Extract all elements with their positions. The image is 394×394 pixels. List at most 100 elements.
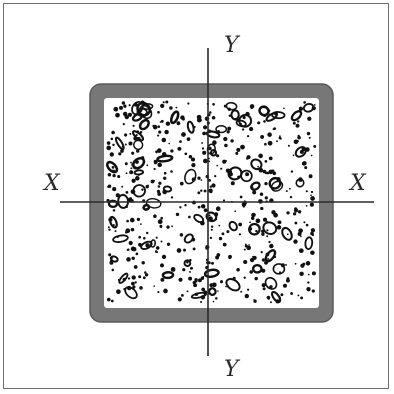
aggregate-dot (222, 242, 227, 247)
aggregate-dot (107, 226, 110, 229)
aggregate-dot (127, 112, 133, 117)
aggregate-dot (176, 248, 182, 253)
aggregate-dot (131, 151, 135, 155)
aggregate-pebble (248, 222, 261, 236)
aggregate-dot (266, 235, 269, 238)
aggregate-dot (201, 287, 206, 292)
aggregate-dot (201, 142, 204, 144)
aggregate-dot (178, 277, 183, 282)
aggregate-dot (209, 189, 213, 194)
aggregate-dot (264, 196, 268, 200)
aggregate-pebble (190, 291, 207, 299)
aggregate-dot (128, 104, 131, 107)
aggregate-dot (153, 167, 156, 171)
aggregate-dot (300, 296, 304, 300)
aggregate-dot (236, 147, 241, 152)
aggregate-dot (260, 250, 263, 254)
aggregate-dot (152, 124, 158, 130)
aggregate-dot (200, 179, 203, 181)
aggregate-dot (310, 228, 316, 233)
aggregate-dot (295, 123, 300, 128)
aggregate-dot (305, 190, 308, 193)
aggregate-dot (111, 268, 115, 272)
aggregate-dot (155, 236, 158, 239)
aggregate-dot (129, 217, 135, 223)
aggregate-dot (123, 104, 127, 108)
aggregate-dot (255, 229, 258, 233)
aggregate-dot (108, 253, 112, 257)
aggregate-dot (208, 214, 211, 217)
aggregate-dot (157, 162, 162, 168)
aggregate-dot (259, 192, 264, 196)
aggregate-dot (160, 226, 163, 229)
aggregate-dot (197, 278, 202, 283)
aggregate-dot (139, 286, 143, 290)
aggregate-pebble (302, 103, 315, 113)
aggregate-dot (202, 150, 207, 155)
aggregate-dot (264, 142, 267, 146)
aggregate-dot (116, 289, 121, 295)
aggregate-dot (188, 154, 193, 159)
aggregate-dot (308, 174, 313, 179)
aggregate-dot (122, 111, 128, 117)
aggregate-dot (161, 254, 167, 260)
aggregate-dot (121, 101, 126, 105)
aggregate-dot (220, 167, 223, 170)
aggregate-dot (261, 258, 265, 262)
aggregate-dot (215, 255, 220, 260)
aggregate-dot (170, 196, 174, 199)
aggregate-dot (263, 120, 266, 123)
aggregate-pebble (251, 263, 263, 274)
aggregate-dot (279, 137, 282, 140)
x-axis-label-right: X (348, 171, 367, 196)
aggregate-dot (224, 159, 227, 163)
aggregate-dot (127, 277, 131, 280)
aggregate-dot (306, 131, 311, 136)
aggregate-dot (268, 240, 271, 244)
aggregate-dot (201, 147, 205, 150)
aggregate-dot (289, 195, 293, 199)
aggregate-dot (177, 146, 182, 151)
aggregate-dot (224, 143, 228, 148)
aggregate-dot (307, 273, 310, 276)
aggregate-dot (163, 288, 168, 294)
aggregate-dot (139, 130, 143, 134)
aggregate-dot (184, 152, 188, 156)
aggregate-dot (166, 225, 170, 229)
aggregate-pebble (203, 268, 220, 279)
aggregate-pebble (112, 234, 129, 243)
aggregate-dot (293, 239, 298, 244)
aggregate-dot (146, 164, 149, 167)
aggregate-dot (221, 232, 225, 236)
aggregate-dot (226, 230, 230, 234)
aggregate-dot (200, 204, 206, 209)
aggregate-dot (234, 210, 237, 213)
aggregate-dot (130, 161, 132, 164)
aggregate-dot (179, 181, 184, 186)
aggregate-dot (117, 174, 121, 179)
aggregate-pebble (124, 286, 138, 300)
aggregate-dot (141, 261, 145, 265)
aggregate-dot (142, 276, 146, 280)
aggregate-dot (258, 153, 263, 159)
aggregate-dot (279, 135, 281, 137)
aggregate-dot (125, 230, 128, 234)
aggregate-pebble (262, 221, 278, 235)
aggregate-dot (112, 173, 116, 178)
aggregate-dot (157, 185, 161, 188)
aggregate-dot (230, 139, 234, 143)
aggregate-dot (203, 125, 208, 130)
aggregate-dot (217, 290, 219, 292)
aggregate-dot (304, 166, 308, 170)
aggregate-pebble (225, 101, 238, 111)
aggregate-dot (260, 134, 265, 139)
aggregate-dot (214, 174, 217, 178)
aggregate-dot (171, 225, 174, 228)
aggregate-dot (271, 210, 276, 215)
aggregate-dot (297, 120, 300, 123)
aggregate-dot (262, 217, 268, 222)
aggregate-dot (211, 282, 217, 288)
aggregate-dot (157, 291, 160, 294)
